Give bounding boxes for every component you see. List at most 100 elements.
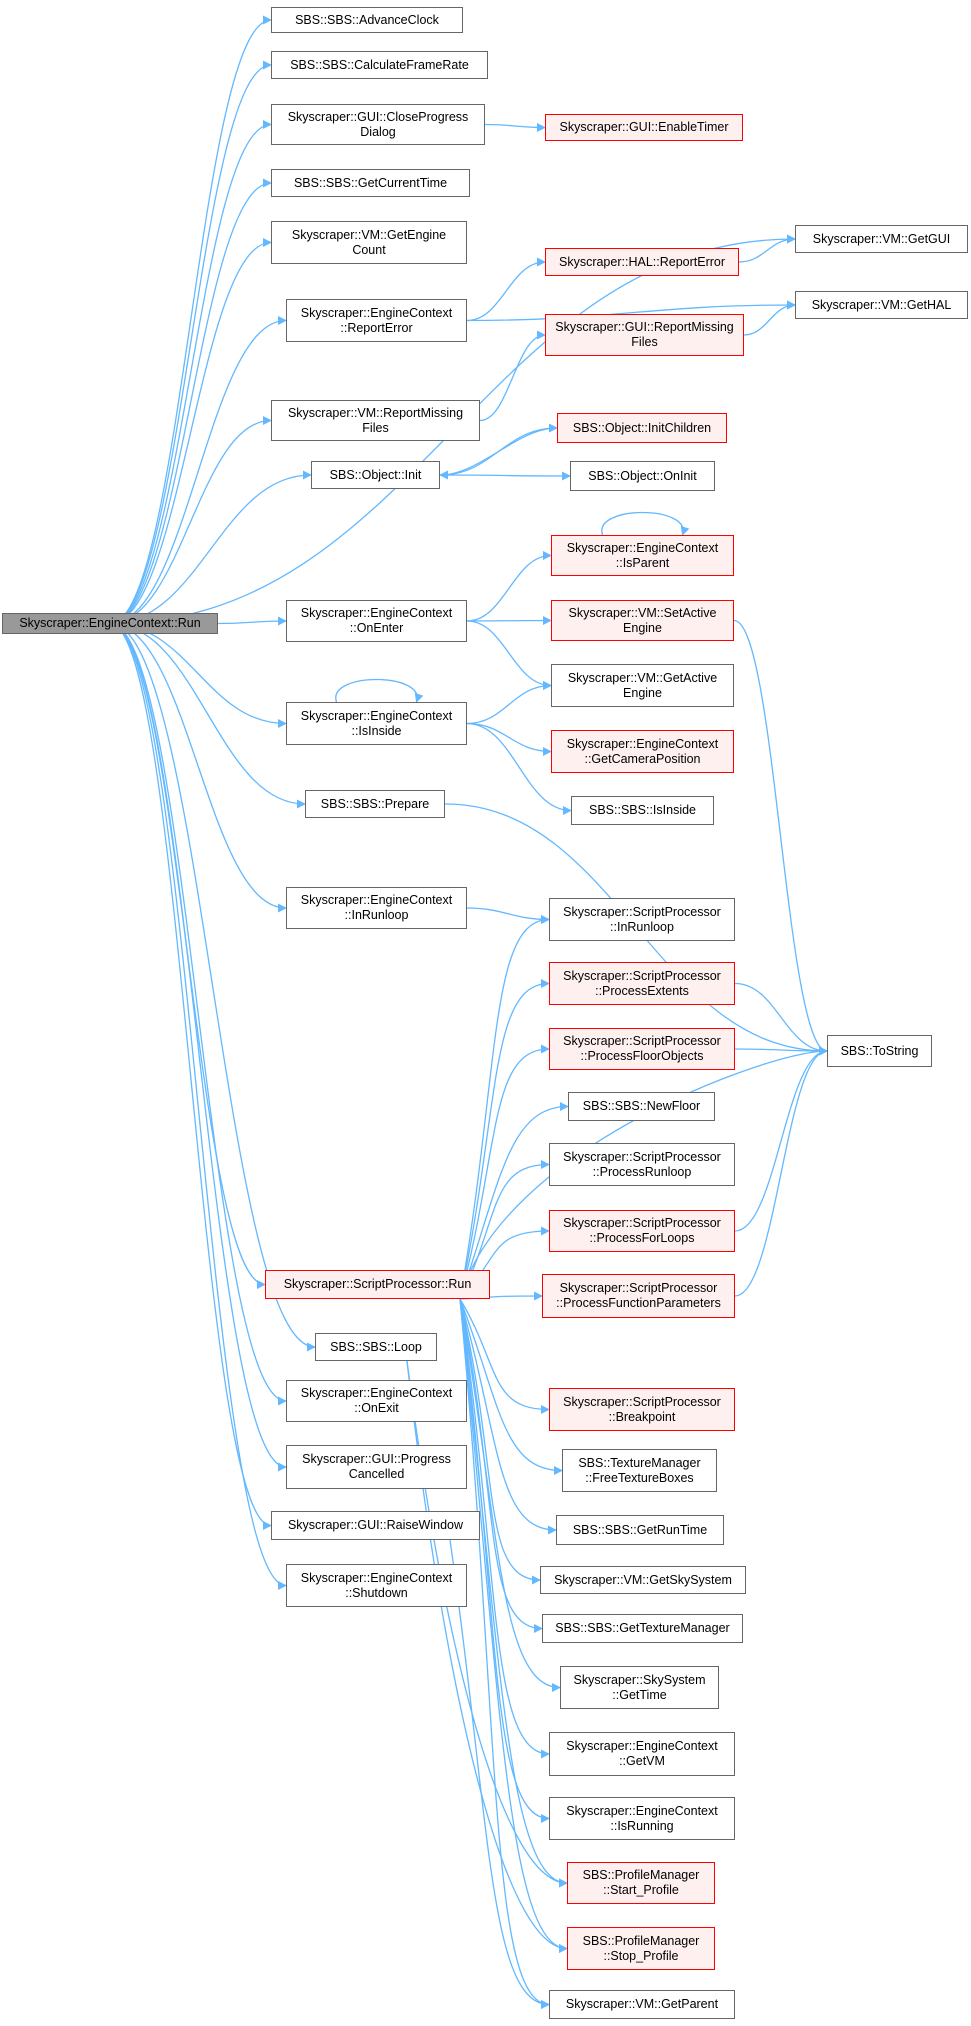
edge-processforloops-to-tostring — [734, 1046, 828, 1232]
node-gettexturemanager[interactable]: SBS::SBS::GetTextureManager — [542, 1614, 743, 1643]
node-enabletimer[interactable]: Skyscraper::GUI::EnableTimer — [545, 114, 743, 141]
node-calcframerate[interactable]: SBS::SBS::CalculateFrameRate — [271, 51, 488, 79]
node-onexit[interactable]: Skyscraper::EngineContext::OnExit — [286, 1380, 467, 1422]
node-label: ::Breakpoint — [608, 1409, 676, 1424]
edge-sprun-to-newfloor — [459, 1101, 569, 1300]
node-label: Skyscraper::ScriptProcessor — [563, 1394, 721, 1409]
edge-root-to-ecisinside — [109, 622, 287, 729]
node-ecinrunloop[interactable]: Skyscraper::EngineContext::InRunloop — [286, 887, 467, 929]
edge-ecisinside-to-sbsisinside — [466, 722, 572, 816]
node-newfloor[interactable]: SBS::SBS::NewFloor — [568, 1092, 715, 1121]
edge-root-to-onenter — [217, 616, 287, 626]
node-getgui[interactable]: Skyscraper::VM::GetGUI — [795, 225, 968, 253]
edge-sprun-to-skygettime — [459, 1298, 561, 1693]
node-label: ::Shutdown — [345, 1585, 408, 1600]
node-gethal[interactable]: Skyscraper::VM::GetHAL — [795, 291, 968, 319]
edge-guireportmissing-to-gethal — [743, 300, 796, 336]
node-halreporterror[interactable]: Skyscraper::HAL::ReportError — [545, 248, 739, 276]
node-label: Skyscraper::VM::GetGUI — [812, 231, 951, 246]
node-label: Skyscraper::GUI::RaiseWindow — [287, 1518, 464, 1532]
node-isparent[interactable]: Skyscraper::EngineContext::IsParent — [551, 535, 734, 576]
node-freetextureboxes[interactable]: SBS::TextureManager::FreeTextureBoxes — [562, 1449, 717, 1492]
node-onenter[interactable]: Skyscraper::EngineContext::OnEnter — [286, 600, 467, 642]
node-objinit[interactable]: SBS::Object::Init — [311, 461, 440, 489]
node-label: SBS::SBS::GetRunTime — [572, 1522, 708, 1537]
edge-sprun-to-processfloorobjects — [459, 1044, 550, 1300]
node-processfloorobjects[interactable]: Skyscraper::ScriptProcessor::ProcessFloo… — [549, 1028, 735, 1070]
node-label: Skyscraper::ScriptProcessor::Run — [283, 1277, 472, 1291]
node-getcurrenttime[interactable]: SBS::SBS::GetCurrentTime — [271, 169, 470, 197]
node-label: Skyscraper::GUI::EnableTimer — [559, 120, 729, 134]
node-getparent[interactable]: Skyscraper::VM::GetParent — [549, 1990, 735, 2019]
node-getcampos[interactable]: Skyscraper::EngineContext::GetCameraPosi… — [551, 730, 734, 773]
node-shutdown[interactable]: Skyscraper::EngineContext::Shutdown — [286, 1564, 467, 1607]
node-initchildren[interactable]: SBS::Object::InitChildren — [557, 413, 727, 443]
node-breakpoint[interactable]: Skyscraper::ScriptProcessor::Breakpoint — [549, 1388, 735, 1431]
node-label: Skyscraper::ScriptProcessor — [563, 1149, 721, 1164]
node-label: Skyscraper::EngineContext — [300, 893, 453, 907]
node-label: SBS::SBS::Prepare — [320, 796, 430, 811]
node-processrunloop[interactable]: Skyscraper::ScriptProcessor::ProcessRunl… — [549, 1143, 735, 1186]
edge-ecreporterror-to-gethal — [466, 300, 796, 322]
node-label: ::ReportError — [340, 320, 413, 335]
node-ecgetvm[interactable]: Skyscraper::EngineContext::GetVM — [549, 1732, 735, 1776]
node-label: SBS::SBS::CalculateFrameRate — [290, 57, 469, 72]
node-label: Skyscraper::EngineContext — [300, 708, 453, 723]
edge-isparent-to-isparent — [601, 511, 690, 536]
edge-sprun-to-startprofile — [459, 1298, 568, 1888]
node-label: Skyscraper::SkySystem — [573, 1672, 706, 1687]
node-sprun[interactable]: Skyscraper::ScriptProcessor::Run — [265, 1270, 490, 1299]
node-stopprofile[interactable]: SBS::ProfileManager::Stop_Profile — [567, 1927, 715, 1970]
node-label: Skyscraper::GUI::Progress — [302, 1452, 451, 1466]
edge-sprun-to-getruntime — [459, 1298, 557, 1535]
node-spinrunloop[interactable]: Skyscraper::ScriptProcessor::InRunloop — [549, 898, 735, 941]
node-oninit[interactable]: SBS::Object::OnInit — [570, 461, 715, 491]
node-label: ::ProcessExtents — [595, 983, 689, 998]
edge-root-to-progresscancelled — [109, 622, 287, 1472]
node-label: ::FreeTextureBoxes — [585, 1470, 694, 1485]
node-skygettime[interactable]: Skyscraper::SkySystem::GetTime — [560, 1666, 719, 1709]
node-label: SBS::SBS::GetCurrentTime — [293, 175, 448, 190]
node-label: ::ProcessForLoops — [589, 1231, 695, 1245]
node-tostring[interactable]: SBS::ToString — [827, 1035, 932, 1067]
node-advanceclock[interactable]: SBS::SBS::AdvanceClock — [271, 7, 463, 33]
node-ecisinside[interactable]: Skyscraper::EngineContext::IsInside — [286, 702, 467, 745]
node-label: ::InRunloop — [344, 908, 409, 922]
node-getskysystem[interactable]: Skyscraper::VM::GetSkySystem — [540, 1566, 746, 1594]
node-label: Skyscraper::GUI::CloseProgress — [287, 109, 469, 124]
node-label: SBS::SBS::Loop — [330, 1339, 422, 1354]
node-label: Skyscraper::VM::GetParent — [565, 1997, 719, 2011]
edge-onenter-to-setactive — [466, 615, 552, 626]
node-ecisrunning[interactable]: Skyscraper::EngineContext::IsRunning — [549, 1797, 735, 1840]
node-label: ::IsInside — [351, 723, 402, 738]
node-processfuncparams[interactable]: Skyscraper::ScriptProcessor::ProcessFunc… — [542, 1274, 735, 1318]
node-root[interactable]: Skyscraper::EngineContext::Run — [2, 613, 218, 634]
node-ecreporterror[interactable]: Skyscraper::EngineContext::ReportError — [286, 299, 467, 342]
node-label: ::OnExit — [354, 1401, 399, 1415]
edge-sprun-to-freetextureboxes — [459, 1298, 563, 1476]
node-sbsisinside[interactable]: SBS::SBS::IsInside — [571, 796, 714, 825]
node-processforloops[interactable]: Skyscraper::ScriptProcessor::ProcessForL… — [549, 1210, 735, 1252]
edge-objinit-to-oninit — [439, 471, 571, 481]
node-raisewindow[interactable]: Skyscraper::GUI::RaiseWindow — [271, 1511, 480, 1540]
node-label: Cancelled — [348, 1467, 405, 1481]
node-label: ::Stop_Profile — [603, 1948, 679, 1963]
node-label: ::ProcessFunctionParameters — [556, 1296, 721, 1310]
node-loop[interactable]: SBS::SBS::Loop — [315, 1333, 437, 1361]
node-getruntime[interactable]: SBS::SBS::GetRunTime — [556, 1515, 724, 1545]
edge-ecisinside-to-ecisinside — [335, 678, 424, 703]
node-label: Skyscraper::EngineContext — [300, 1386, 453, 1400]
node-processextents[interactable]: Skyscraper::ScriptProcessor::ProcessExte… — [549, 962, 735, 1005]
node-startprofile[interactable]: SBS::ProfileManager::Start_Profile — [567, 1862, 715, 1904]
node-prepare[interactable]: SBS::SBS::Prepare — [305, 790, 445, 818]
node-label: Skyscraper::ScriptProcessor — [563, 968, 721, 983]
edge-sprun-to-spinrunloop — [459, 914, 550, 1300]
edge-sprun-to-gettexturemanager — [459, 1298, 543, 1634]
